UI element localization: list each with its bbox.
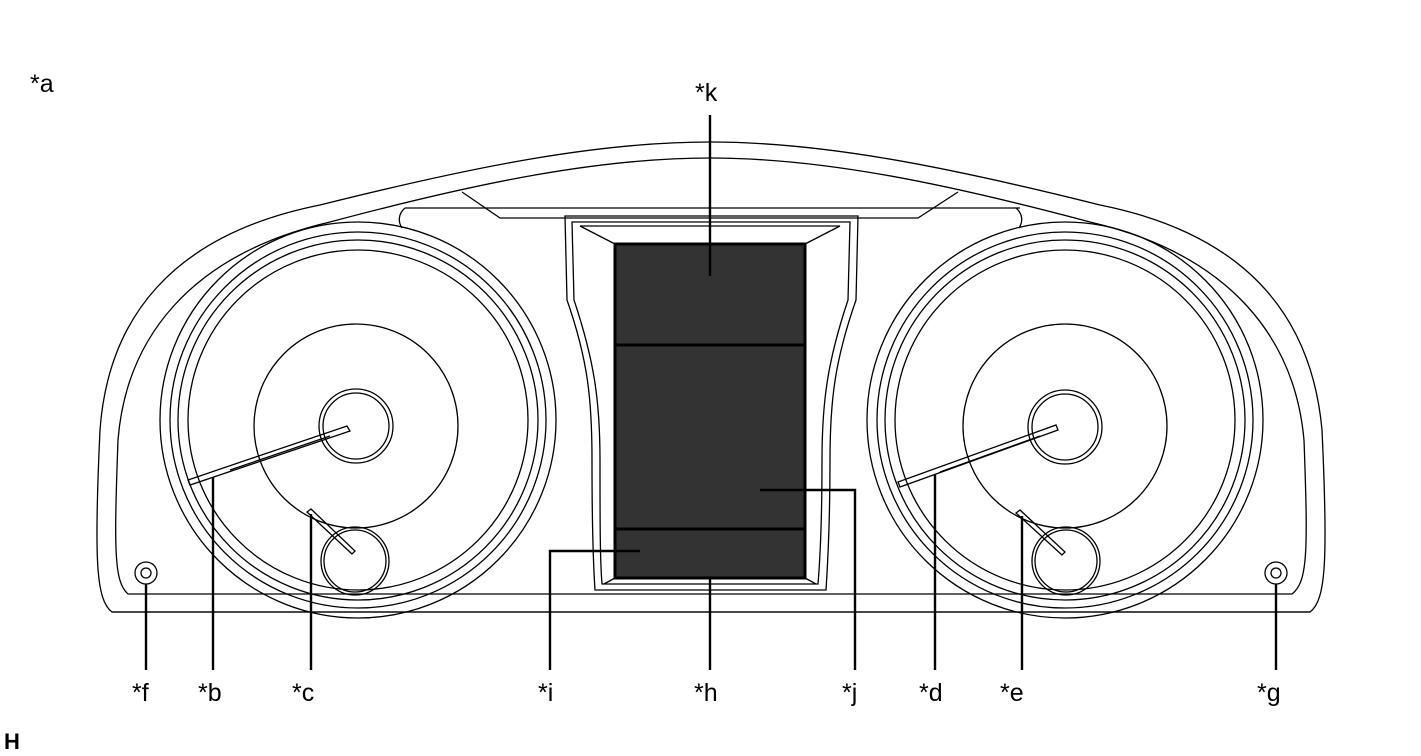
callout-i-label: *i [538, 679, 553, 707]
left-knob [134, 561, 158, 585]
leader-i [548, 549, 640, 670]
callout-f-label: *f [132, 679, 149, 707]
callout-j-label: *j [842, 679, 857, 707]
right-gauge [866, 221, 1264, 619]
callout-h-label: *h [694, 679, 718, 707]
callout-c-label: *c [292, 679, 314, 707]
leader-j [760, 488, 857, 670]
callout-k-label: *k [695, 79, 718, 107]
left-gauge [159, 221, 557, 619]
right-knob [1264, 561, 1288, 585]
callout-a-label: *a [30, 70, 54, 98]
callout-d-label: *d [919, 679, 943, 707]
callout-e-label: *e [1000, 679, 1024, 707]
corner-code: H [4, 729, 20, 754]
callout-g-label: *g [1257, 679, 1281, 707]
callout-b-label: *b [198, 679, 222, 707]
